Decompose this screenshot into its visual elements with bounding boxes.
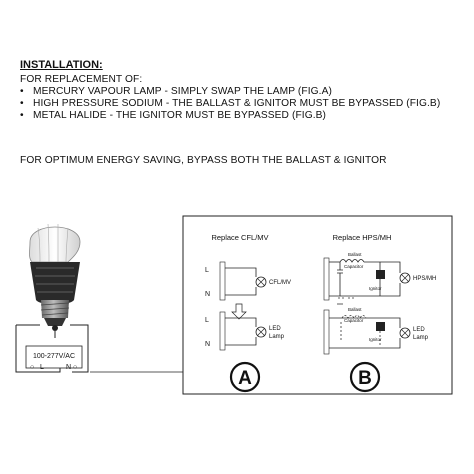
fig-b-led-label: LED xyxy=(413,327,425,333)
fig-b-bypassed-ignitor xyxy=(376,322,385,331)
fig-a-top-lamp-label: CFL/MV xyxy=(269,280,291,286)
bulb-live-label: L xyxy=(40,364,44,371)
bullet-high-pressure-sodium: HIGH PRESSURE SODIUM - THE BALLAST & IGN… xyxy=(33,98,441,109)
fig-a-live-label: L xyxy=(205,267,209,274)
fig-a-neutral-label-bottom: N xyxy=(205,341,210,348)
fig-b-badge xyxy=(349,361,381,393)
fig-a: Replace CFL/MV L N CFL/MV L N LED Lamp A xyxy=(205,233,291,393)
energy-saving-note: FOR OPTIMUM ENERGY SAVING, BYPASS BOTH T… xyxy=(20,155,387,166)
fig-b-top-lamp-label: HPS/MH xyxy=(413,276,436,282)
fig-b: Replace HPS/MH Ballast Capacitor Ignitor… xyxy=(323,233,436,393)
voltage-label: 100-277V/AC xyxy=(33,353,75,360)
fig-b-ignitor-label: Ignitor xyxy=(369,286,382,291)
bulb-neutral-label: N xyxy=(66,364,71,371)
fig-b-ballast-label: Ballast xyxy=(348,252,362,257)
led-bulb-illustration xyxy=(29,223,81,331)
bullet-dot: • xyxy=(20,86,24,97)
installation-heading: INSTALLATION: xyxy=(20,59,103,71)
fig-b-bypassed-capacitor-label: Capacitor xyxy=(344,318,364,323)
bulb-neutral-terminal: ○ xyxy=(73,364,77,371)
wiring-diagram-box xyxy=(182,215,453,395)
fig-a-neutral-label: N xyxy=(205,291,210,298)
fig-a-title: Replace CFL/MV xyxy=(211,233,268,242)
fig-b-badge-letter: B xyxy=(358,368,372,389)
fig-b-bypassed-ballast-label: Ballast xyxy=(348,307,362,312)
fig-b-capacitor xyxy=(337,262,343,296)
replacement-intro: FOR REPLACEMENT OF: xyxy=(20,74,143,85)
bulb-live-terminal: ○ xyxy=(30,364,34,371)
bullet-dot: • xyxy=(20,110,24,121)
fig-a-badge-letter: A xyxy=(238,368,252,389)
down-arrow-icon xyxy=(231,303,247,320)
fig-a-lamp-label: Lamp xyxy=(269,334,285,340)
bullet-metal-halide: METAL HALIDE - THE IGNITOR MUST BE BYPAS… xyxy=(33,110,327,121)
bullet-dot: • xyxy=(20,98,24,109)
terminal-block xyxy=(25,345,83,369)
fig-b-bypassed-ignitor-label: Ignitor xyxy=(369,337,382,342)
fig-a-live-label-bottom: L xyxy=(205,317,209,324)
fig-b-ballast-coil xyxy=(339,259,365,263)
fig-a-led-label: LED xyxy=(269,326,281,332)
fig-b-lamp-label: Lamp xyxy=(413,335,429,341)
fig-b-bypassed-ballast xyxy=(341,315,367,319)
fig-a-badge xyxy=(229,361,261,393)
fig-b-capacitor-label: Capacitor xyxy=(344,264,364,269)
fig-b-ignitor xyxy=(376,270,385,279)
bullet-mercury-vapour: MERCURY VAPOUR LAMP - SIMPLY SWAP THE LA… xyxy=(33,86,332,97)
fig-b-title: Replace HPS/MH xyxy=(333,233,392,242)
